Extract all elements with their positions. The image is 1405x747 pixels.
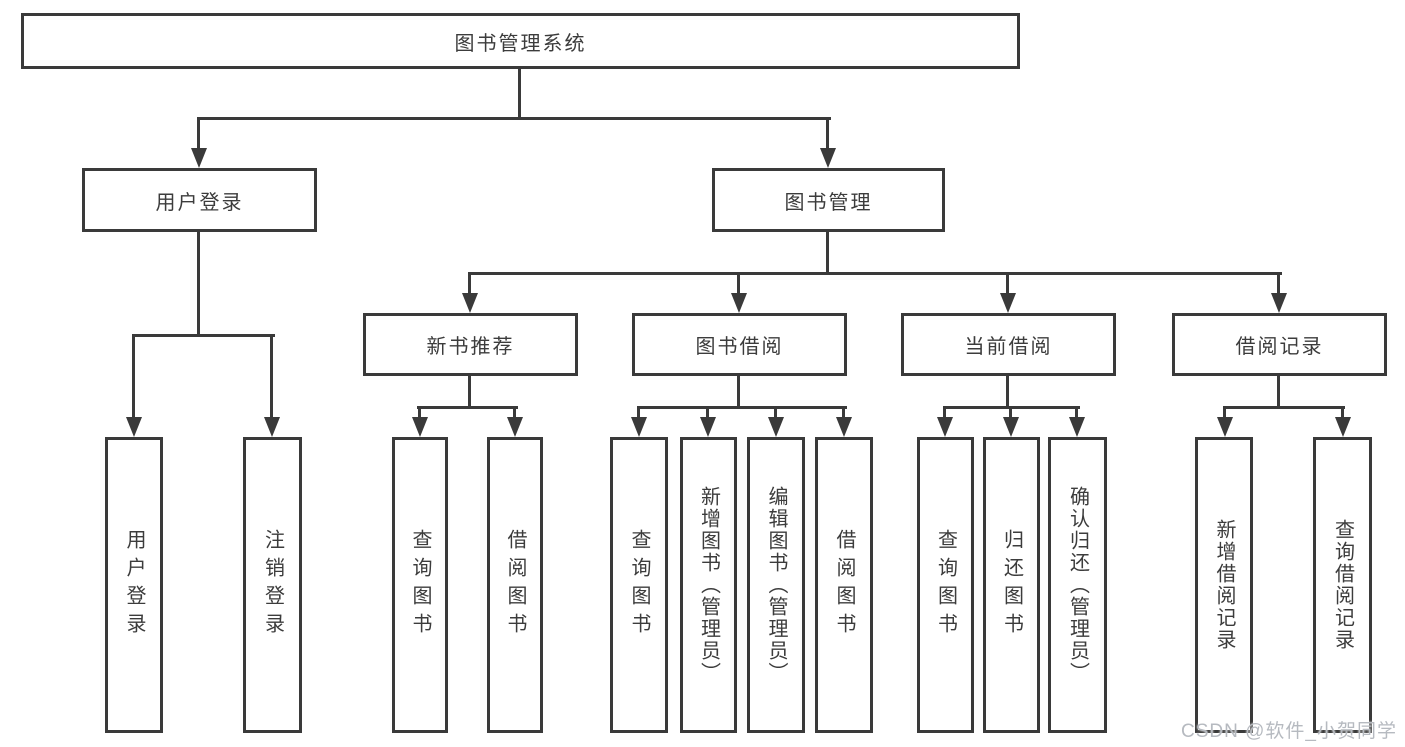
connector-line — [1277, 272, 1280, 297]
arrowhead-down-icon — [412, 417, 428, 437]
node-borrow-records-label: 借阅记录 — [1235, 336, 1324, 358]
arrowhead-down-icon — [1003, 417, 1019, 437]
connector-line — [270, 334, 273, 420]
leaf-query-borrow-record-label: 查询借阅记录 — [1331, 519, 1354, 651]
leaf-recommend-query-books-label: 查询图书 — [409, 529, 431, 641]
arrowhead-down-icon — [731, 293, 747, 313]
arrowhead-down-icon — [820, 148, 836, 168]
connector-line — [468, 272, 1282, 275]
connector-line — [197, 232, 200, 336]
connector-line — [1009, 406, 1012, 420]
arrowhead-down-icon — [937, 417, 953, 437]
arrowhead-down-icon — [1069, 417, 1085, 437]
arrowhead-down-icon — [462, 293, 478, 313]
connector-line — [132, 334, 135, 420]
node-root-label: 图书管理系统 — [454, 32, 587, 55]
connector-line — [842, 406, 845, 420]
leaf-borrow-query-books-label: 查询图书 — [628, 529, 650, 641]
connector-line — [826, 117, 829, 152]
node-book-borrow-label: 图书借阅 — [695, 336, 784, 358]
arrowhead-down-icon — [1000, 293, 1016, 313]
leaf-current-query-books: 查询图书 — [917, 437, 974, 733]
leaf-add-borrow-record-label: 新增借阅记录 — [1213, 519, 1235, 651]
connector-line — [513, 406, 516, 420]
connector-line — [826, 232, 829, 275]
connector-line — [468, 376, 471, 408]
node-new-book-recommend-label: 新书推荐 — [426, 336, 515, 358]
leaf-recommend-borrow-books: 借阅图书 — [487, 437, 543, 733]
node-borrow-records: 借阅记录 — [1172, 313, 1387, 376]
arrowhead-down-icon — [264, 417, 280, 437]
arrowhead-down-icon — [1271, 293, 1287, 313]
leaf-add-books-admin-label: 新增图书（管理员） — [697, 486, 720, 684]
node-root: 图书管理系统 — [21, 13, 1020, 69]
arrowhead-down-icon — [1335, 417, 1351, 437]
connector-line — [518, 69, 521, 118]
connector-line — [1075, 406, 1078, 420]
connector-line — [943, 406, 946, 420]
connector-line — [1223, 406, 1345, 409]
connector-line — [197, 117, 831, 120]
connector-line — [132, 334, 275, 337]
connector-line — [418, 406, 421, 420]
arrowhead-down-icon — [1217, 417, 1233, 437]
leaf-logout: 注销登录 — [243, 437, 302, 733]
leaf-borrow-books: 借阅图书 — [815, 437, 873, 733]
leaf-add-borrow-record: 新增借阅记录 — [1195, 437, 1253, 733]
connector-line — [637, 406, 640, 420]
connector-line — [1341, 406, 1344, 420]
connector-line — [1277, 376, 1280, 408]
node-book-borrow: 图书借阅 — [632, 313, 847, 376]
arrowhead-down-icon — [191, 148, 207, 168]
connector-line — [706, 406, 709, 420]
node-current-borrow-label: 当前借阅 — [964, 336, 1053, 358]
node-book-management-label: 图书管理 — [784, 191, 873, 214]
leaf-edit-books-admin-label: 编辑图书（管理员） — [765, 486, 787, 684]
leaf-recommend-query-books: 查询图书 — [392, 437, 448, 733]
connector-line — [637, 406, 847, 409]
leaf-borrow-books-label: 借阅图书 — [833, 529, 855, 641]
connector-line — [737, 272, 740, 297]
arrowhead-down-icon — [507, 417, 523, 437]
connector-line — [737, 376, 740, 408]
connector-line — [774, 406, 777, 420]
arrowhead-down-icon — [836, 417, 852, 437]
connector-line — [1006, 376, 1009, 408]
node-book-management: 图书管理 — [712, 168, 945, 232]
arrowhead-down-icon — [631, 417, 647, 437]
leaf-return-books: 归还图书 — [983, 437, 1040, 733]
leaf-return-books-label: 归还图书 — [1000, 529, 1023, 641]
csdn-watermark: CSDN @软件_小贺同学 — [1181, 721, 1397, 742]
connector-line — [468, 272, 471, 297]
arrowhead-down-icon — [768, 417, 784, 437]
leaf-recommend-borrow-books-label: 借阅图书 — [504, 529, 526, 641]
node-current-borrow: 当前借阅 — [901, 313, 1116, 376]
leaf-current-query-books-label: 查询图书 — [934, 529, 957, 641]
connector-line — [197, 117, 200, 152]
node-user-login: 用户登录 — [82, 168, 317, 232]
connector-line — [417, 406, 518, 409]
leaf-query-borrow-record: 查询借阅记录 — [1313, 437, 1372, 733]
arrowhead-down-icon — [126, 417, 142, 437]
leaf-confirm-return-admin: 确认归还（管理员） — [1048, 437, 1107, 733]
node-new-book-recommend: 新书推荐 — [363, 313, 578, 376]
connector-line — [1006, 272, 1009, 297]
leaf-confirm-return-admin-label: 确认归还（管理员） — [1066, 486, 1089, 684]
leaf-add-books-admin: 新增图书（管理员） — [680, 437, 737, 733]
arrowhead-down-icon — [700, 417, 716, 437]
leaf-user-login-label: 用户登录 — [123, 529, 145, 641]
leaf-borrow-query-books: 查询图书 — [610, 437, 668, 733]
node-user-login-label: 用户登录 — [155, 191, 244, 214]
connector-line — [1223, 406, 1226, 420]
leaf-logout-label: 注销登录 — [261, 529, 284, 641]
leaf-user-login: 用户登录 — [105, 437, 163, 733]
leaf-edit-books-admin: 编辑图书（管理员） — [747, 437, 805, 733]
